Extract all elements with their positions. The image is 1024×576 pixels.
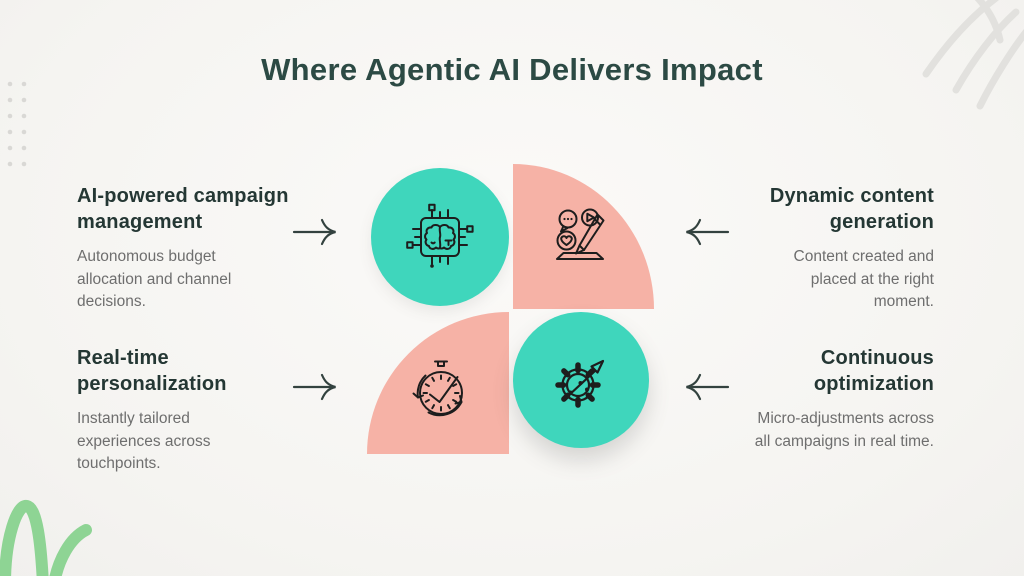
shape-teal-circle-campaign	[371, 168, 509, 306]
item-heading: Real-time personalization	[77, 347, 227, 395]
item-continuous-optimization: Continuous optimization Micro-adjustment…	[694, 346, 934, 453]
scribble-leaf-decoration	[922, 0, 1024, 110]
shape-teal-circle-optimization	[513, 312, 649, 448]
arrow-left-icon	[686, 373, 730, 401]
shape-pink-quarter-content	[513, 164, 654, 309]
arrow-right-icon	[292, 218, 336, 246]
item-body: Instantly tailored experiences across to…	[77, 410, 211, 473]
stopwatch-icon	[412, 360, 463, 417]
plant-decoration	[0, 500, 92, 576]
item-body: Micro-adjustments across all campaigns i…	[754, 410, 934, 450]
shape-pink-quarter-personalization	[367, 312, 509, 454]
gear-growth-arrow-icon	[555, 359, 605, 408]
item-heading: Continuous optimization	[813, 347, 934, 395]
item-dynamic-content: Dynamic content generation Content creat…	[694, 184, 934, 314]
dot-grid-decoration	[7, 81, 27, 167]
item-heading: Dynamic content generation	[769, 185, 934, 233]
item-body: Content created and placed at the right …	[793, 248, 934, 311]
item-body: Autonomous budget allocation and channel…	[77, 248, 232, 311]
item-campaign-management: AI-powered campaign management Autonomou…	[77, 184, 317, 314]
page-title: Where Agentic AI Delivers Impact	[261, 52, 763, 87]
arrow-right-icon	[292, 373, 336, 401]
item-heading: AI-powered campaign management	[77, 185, 289, 233]
item-real-time-personalization: Real-time personalization Instantly tail…	[77, 346, 317, 476]
arrow-left-icon	[686, 218, 730, 246]
content-creation-icon	[555, 208, 604, 260]
chip-brain-icon	[406, 203, 474, 268]
